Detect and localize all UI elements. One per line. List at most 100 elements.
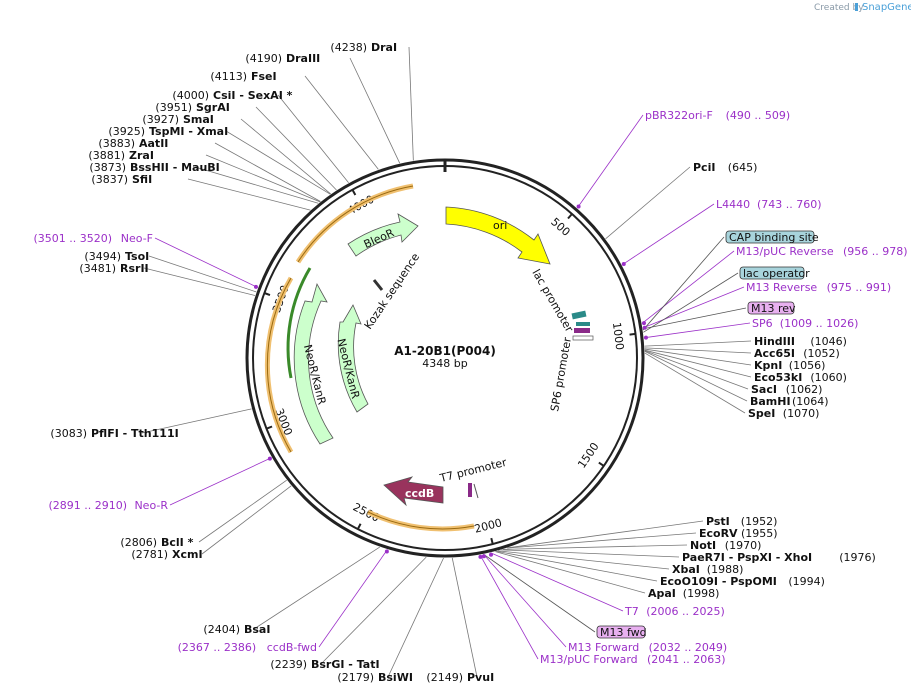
primer-name: M13 Forward [568, 641, 639, 654]
enzyme-position: (1955) [741, 527, 778, 540]
tick-mark [356, 523, 362, 530]
primer-site[interactable]: ccdB-fwd(2367 .. 2386) [178, 549, 389, 654]
primer-range: (2032 .. 2049) [649, 641, 728, 654]
enzyme-site-left[interactable]: (3873)BssHII - MauBI [89, 161, 219, 174]
boxed-feature-label: CAP binding site [729, 231, 819, 244]
plasmid-name: A1-20B1(P004) [394, 344, 496, 358]
connector-line [644, 352, 746, 414]
feature-ccdb[interactable]: ccdB [383, 476, 444, 507]
enzyme-name: EcoRV [699, 527, 738, 540]
enzyme-position: (2404) [203, 623, 240, 636]
primer-mark [253, 284, 258, 289]
tick-mark [567, 213, 573, 220]
primer-range: (975 .. 991) [827, 281, 892, 294]
enzyme-site-left[interactable]: (2179)BsiWI [337, 671, 413, 684]
enzyme-site-right[interactable]: PaeR7I - PspXI - XhoI(1976) [682, 551, 876, 564]
primer-site[interactable]: T7(2006 .. 2025) [489, 552, 725, 618]
enzyme-site-right[interactable]: Acc65I(1052) [754, 347, 840, 360]
primer-site[interactable]: M13 Forward (2032 .. 2049) [481, 554, 728, 654]
enzyme-name: PstI [706, 515, 730, 528]
enzyme-site-right[interactable]: KpnI(1056) [754, 359, 825, 372]
enzyme-site-left[interactable]: (3951)SgrAI [155, 101, 229, 114]
feature-bleor[interactable]: BleoR [347, 213, 419, 257]
primer-site[interactable]: SP6(1009 .. 1026) [643, 317, 858, 340]
connector-line [503, 544, 688, 550]
enzyme-site-left[interactable]: (2239)BsrGI - TatI [270, 658, 379, 671]
enzyme-name: PflFI - Tth111I [91, 427, 179, 440]
enzyme-position: (3883) [98, 137, 135, 150]
enzyme-site-left[interactable]: (4238)DraI [330, 41, 397, 54]
feature-neor-outer[interactable]: NeoR/KanR [293, 282, 334, 445]
enzyme-site-right[interactable]: SacI(1062) [751, 383, 822, 396]
connector-line [194, 166, 319, 204]
connector-line [644, 347, 752, 354]
tick-mark [629, 332, 636, 336]
boxed-feature[interactable]: CAP binding site [725, 230, 819, 244]
primer-mark [641, 321, 646, 326]
enzyme-position: (4113) [210, 70, 247, 83]
enzyme-site-right[interactable]: EcoO109I - PspOMI(1994) [660, 575, 825, 588]
credit-text: Created by [814, 3, 864, 13]
primer-site[interactable]: Neo-R(2891 .. 2910) [48, 456, 272, 512]
enzyme-name: SgrAI [196, 101, 230, 114]
primer-site[interactable]: M13/pUC Forward(2041 .. 2063) [478, 554, 726, 666]
enzyme-site-left[interactable]: (2149)PvuI [426, 671, 494, 684]
enzyme-site-left[interactable]: (3925)TspMI - XmaI [108, 125, 228, 138]
connector-line [240, 118, 331, 195]
connector-line [644, 349, 752, 378]
enzyme-site-right[interactable]: BamHI(1064) [750, 395, 829, 408]
enzyme-site-right[interactable]: PstI (1952) [706, 515, 777, 528]
primer-range: (2006 .. 2025) [646, 605, 725, 618]
enzyme-position: (3481) [79, 262, 116, 275]
enzyme-site-right[interactable]: XbaI(1988) [672, 563, 743, 576]
primer-range: (2891 .. 2910) [48, 499, 127, 512]
connector-line [253, 546, 380, 630]
primer-site[interactable]: pBR322ori-F(490 .. 509) [576, 109, 791, 209]
primer-mark [478, 554, 483, 559]
enzyme-position: (2781) [131, 548, 168, 561]
enzyme-site-left[interactable]: (3481)RsrII [79, 262, 148, 275]
enzyme-site-left[interactable]: (3083) PflFI - Tth111I [50, 427, 178, 440]
boxed-feature[interactable]: lac operator [739, 266, 810, 280]
enzyme-position: (1952) [741, 515, 778, 528]
enzyme-site-left[interactable]: (3494)TsoI [84, 250, 149, 263]
enzyme-site-right[interactable]: SpeI(1070) [748, 407, 819, 420]
enzyme-site-right[interactable]: NotI(1970) [690, 539, 761, 552]
tick-mark [266, 425, 273, 430]
boxed-feature[interactable]: M13 rev [747, 301, 796, 315]
enzyme-position: (3083) [50, 427, 87, 440]
primer-site[interactable]: Neo-F(3501 .. 3520) [33, 232, 258, 289]
enzyme-site-right[interactable]: HindIII(1046) [754, 335, 847, 348]
enzyme-name: FseI [251, 70, 277, 83]
enzyme-name: SmaI [183, 113, 214, 126]
enzyme-position: (3927) [142, 113, 179, 126]
enzyme-site-left[interactable]: (3881)ZraI [88, 149, 154, 162]
connector-line [277, 94, 349, 184]
primer-site[interactable]: L4440(743 .. 760) [621, 198, 822, 266]
primer-mark [489, 552, 494, 557]
enzyme-site-left[interactable]: (4113) FseI [210, 70, 276, 83]
enzyme-site-left[interactable]: (3927) SmaI [142, 113, 213, 126]
enzyme-position: (3925) [108, 125, 145, 138]
enzyme-site-right[interactable]: EcoRV(1955) [699, 527, 778, 540]
enzyme-site-right[interactable]: ApaI(1998) [648, 587, 719, 600]
enzyme-site-left[interactable]: (4190)DraIII [245, 52, 320, 65]
feature-ori[interactable]: ori [445, 206, 551, 265]
enzyme-name: BssHII - MauBI [130, 161, 220, 174]
enzyme-site-left[interactable]: (2781)XcmI [131, 548, 202, 561]
label-layer: (4238)DraI (4190)DraIII (4113) FseI (4000)Cs… [33, 41, 907, 684]
enzyme-site-right[interactable]: Eco53kI(1060) [754, 371, 847, 384]
enzyme-site-left[interactable]: (4000)CsiI - SexAI * [172, 89, 292, 102]
enzyme-position: (1056) [789, 359, 826, 372]
enzyme-site-left[interactable]: (2404)BsaI [203, 623, 270, 636]
enzyme-site-left[interactable]: (3837)SfiI [91, 173, 152, 186]
enzyme-site-left[interactable]: (3883)AatII [98, 137, 168, 150]
primer-site[interactable]: M13/pUC Reverse(956 .. 978) [641, 245, 908, 326]
enzyme-site-right[interactable]: PciI(645) [693, 161, 757, 174]
boxed-feature-bg [596, 625, 646, 639]
boxed-feature[interactable]: M13 fwd [596, 625, 647, 639]
enzyme-site-left[interactable]: (2806)BclI * [120, 536, 193, 549]
primer-range: (490 .. 509) [726, 109, 791, 122]
orange-arc-neo-core [266, 277, 292, 453]
primer-site[interactable]: M13 Reverse(975 .. 991) [642, 281, 892, 330]
